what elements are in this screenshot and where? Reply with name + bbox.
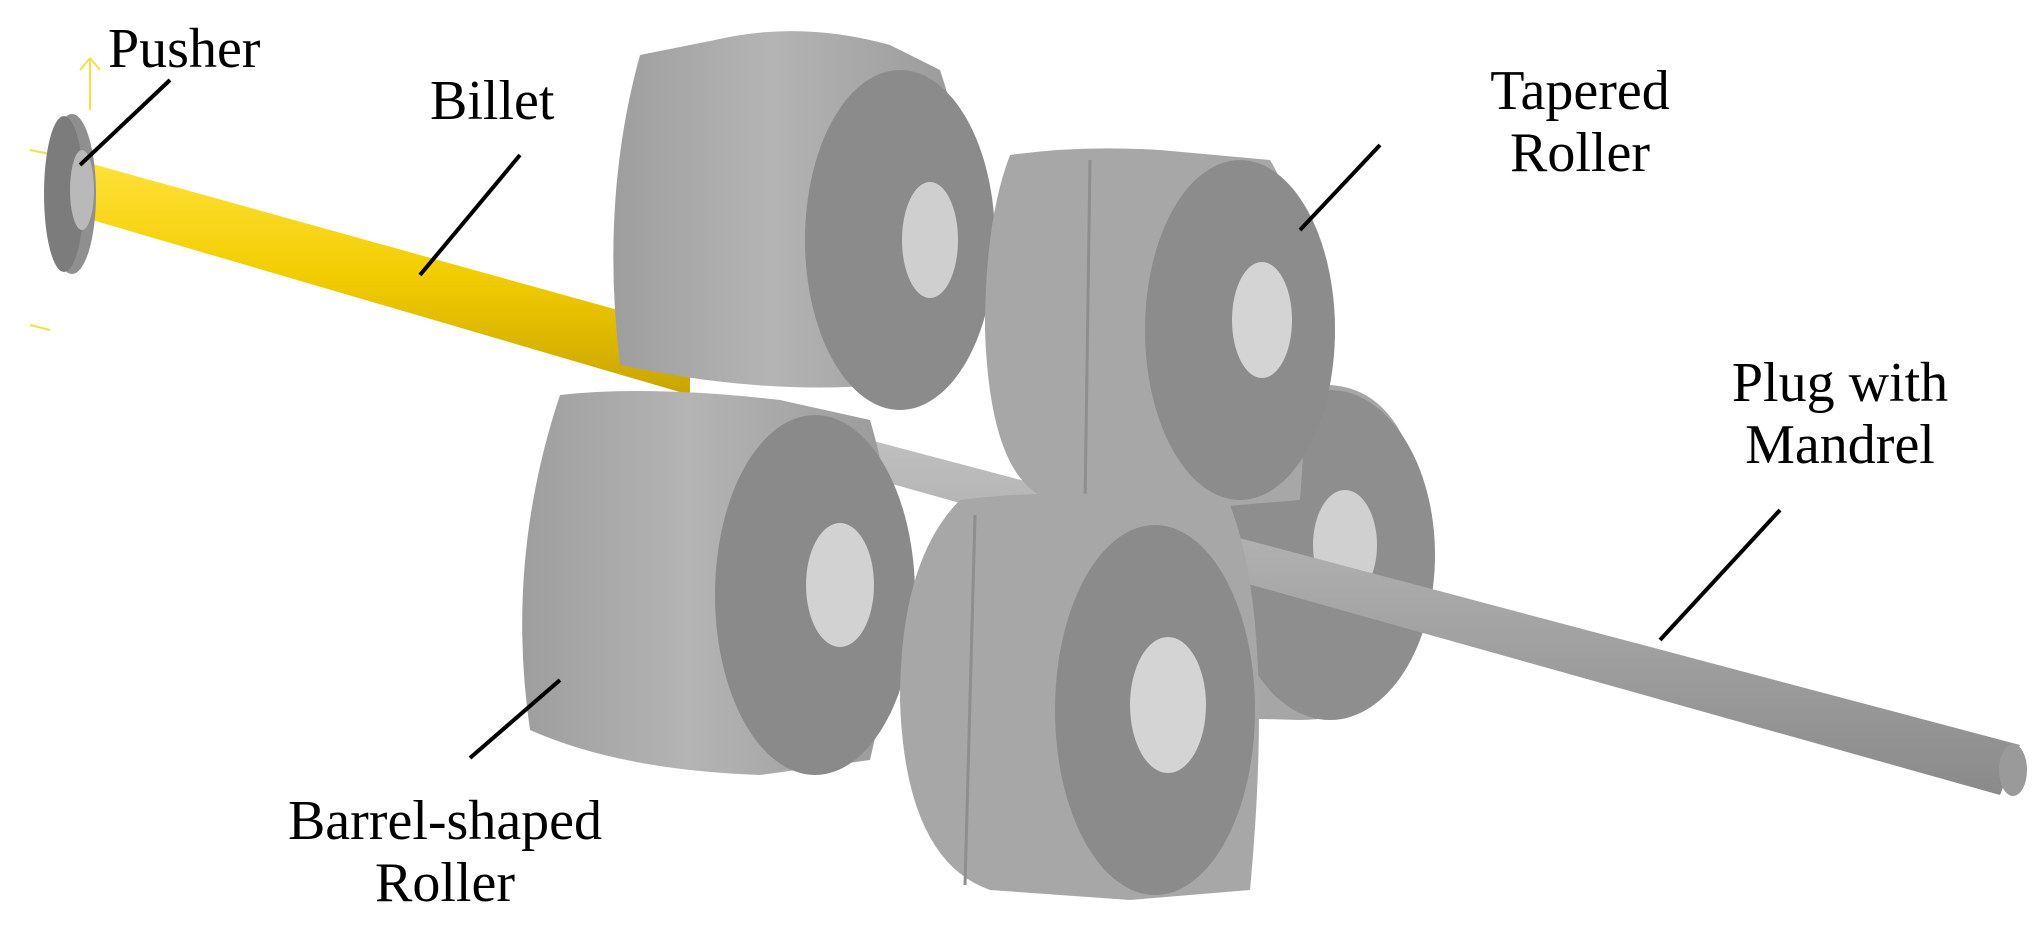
label-tapered-roller: Tapered Roller <box>1440 60 1720 184</box>
label-tapered-roller-line1: Tapered <box>1490 60 1670 122</box>
bottom-tapered-roller <box>900 493 1259 900</box>
leader-line-pusher <box>78 78 172 167</box>
leader-line-tapered-roller <box>1298 143 1382 232</box>
label-plug-with-mandrel-line1: Plug with <box>1731 352 1949 414</box>
label-barrel-shaped-roller: Barrel-shaped Roller <box>235 790 655 914</box>
label-barrel-shaped-roller-line2: Roller <box>375 852 515 914</box>
leader-line-barrel-shaped-roller <box>468 678 562 760</box>
top-tapered-roller <box>985 148 1335 511</box>
leader-line-billet <box>418 153 522 277</box>
label-tapered-roller-line2: Roller <box>1510 122 1650 184</box>
label-plug-with-mandrel: Plug with Mandrel <box>1680 352 2000 476</box>
billet <box>62 160 690 395</box>
label-plug-with-mandrel-line2: Mandrel <box>1745 414 1935 476</box>
leader-lines <box>78 78 1782 760</box>
barrel-shaped-roller <box>522 391 915 775</box>
label-barrel-shaped-roller-line1: Barrel-shaped <box>287 790 603 852</box>
pusher <box>44 114 96 274</box>
leader-line-plug-with-mandrel <box>1658 508 1782 642</box>
label-billet: Billet <box>430 70 555 132</box>
top-barrel-roller <box>613 31 995 410</box>
label-pusher: Pusher <box>108 18 261 80</box>
